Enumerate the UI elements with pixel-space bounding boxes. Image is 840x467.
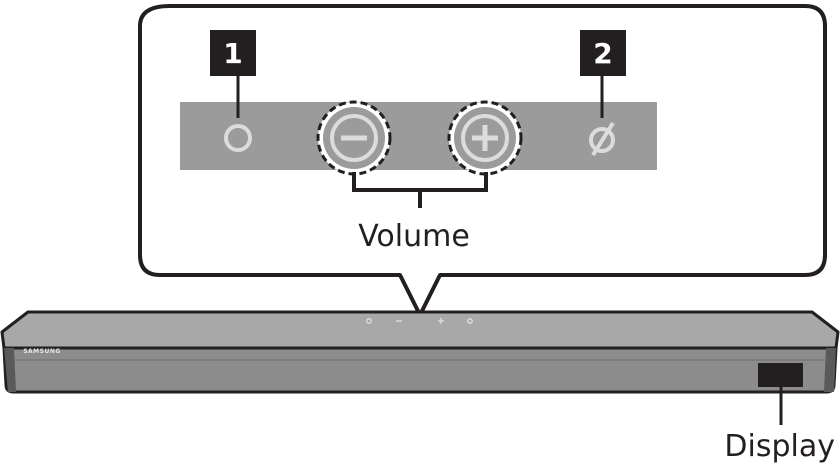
source-icon[interactable] xyxy=(589,121,615,157)
control-panel-strip xyxy=(180,102,657,170)
power-icon[interactable] xyxy=(224,124,252,152)
badge-2-label: 2 xyxy=(593,37,612,70)
volume-bracket xyxy=(352,172,488,208)
volume-down-icon[interactable] xyxy=(316,100,392,176)
display-label: Display xyxy=(724,429,835,463)
soundbar-top-buttons xyxy=(366,318,473,324)
soundbar-display-window xyxy=(758,363,803,387)
soundbar-front xyxy=(2,346,838,394)
badge-2: 2 xyxy=(580,30,626,118)
volume-label: Volume xyxy=(358,219,470,254)
soundbar: SAMSUNG xyxy=(0,310,840,394)
soundbar-top xyxy=(0,310,840,350)
badge-1-label: 1 xyxy=(223,37,242,70)
soundbar-brand-logo: SAMSUNG xyxy=(23,348,61,355)
badge-1: 1 xyxy=(210,30,256,118)
volume-up-icon[interactable] xyxy=(447,100,523,176)
